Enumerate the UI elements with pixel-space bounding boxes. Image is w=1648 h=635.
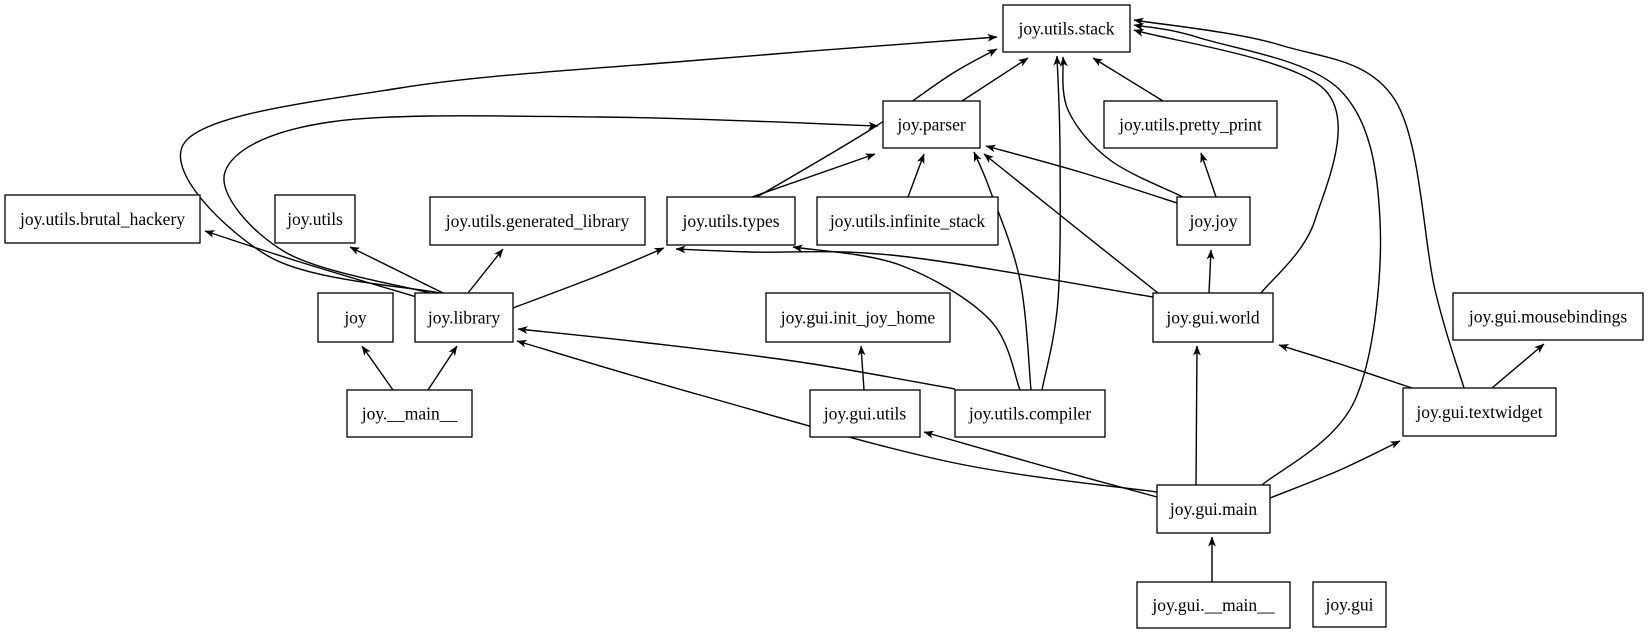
node-label-joy-__main__: joy.__main__ bbox=[361, 404, 458, 424]
node-label-joy-utils-infinite_stack: joy.utils.infinite_stack bbox=[829, 211, 986, 231]
node-label-joy-gui-main: joy.gui.main bbox=[1169, 499, 1258, 519]
node-joy-utils-stack: joy.utils.stack bbox=[1002, 4, 1131, 53]
node-label-joy-gui-mousebindings: joy.gui.mousebindings bbox=[1468, 307, 1628, 327]
node-label-joy-gui-init_joy_home: joy.gui.init_joy_home bbox=[780, 308, 936, 328]
node-box-joy-__main__ bbox=[346, 389, 473, 438]
node-joy-utils-pretty_print: joy.utils.pretty_print bbox=[1103, 100, 1278, 149]
node-label-joy-gui: joy.gui bbox=[1325, 595, 1374, 615]
edges-layer bbox=[179, 17, 1545, 582]
node-box-joy-joy bbox=[1176, 196, 1251, 246]
edge-joy-utils-infinite_stack-to-joy-parser bbox=[907, 153, 925, 198]
edge-joy-joy-to-joy-utils-stack bbox=[1059, 56, 1184, 198]
edge-joy-joy-to-joy-parser bbox=[985, 144, 1178, 204]
edge-joy-library-to-joy-utils bbox=[349, 246, 444, 294]
edge-joy-gui-utils-to-joy-gui-init_joy_home bbox=[857, 345, 866, 391]
edge-joy-library-to-joy-parser bbox=[223, 115, 879, 294]
node-box-joy-gui-textwidget bbox=[1402, 387, 1557, 437]
node-box-joy-gui-main bbox=[1156, 484, 1271, 534]
node-box-joy-library bbox=[414, 292, 514, 343]
node-box-joy bbox=[317, 292, 394, 343]
node-box-joy-gui-world bbox=[1152, 292, 1274, 343]
node-joy-utils-compiler: joy.utils.compiler bbox=[954, 389, 1106, 438]
node-joy-joy: joy.joy bbox=[1176, 196, 1251, 246]
node-label-joy-utils-pretty_print: joy.utils.pretty_print bbox=[1118, 115, 1262, 135]
node-joy-__main__: joy.__main__ bbox=[346, 389, 473, 438]
node-box-joy-utils-types bbox=[666, 196, 796, 246]
edge-joy-library-to-joy-utils-types bbox=[512, 247, 665, 309]
edge-joy-gui-main-to-joy-gui-textwidget bbox=[1269, 440, 1401, 499]
node-label-joy-utils-types: joy.utils.types bbox=[681, 211, 779, 231]
node-joy-utils-infinite_stack: joy.utils.infinite_stack bbox=[816, 196, 999, 246]
node-label-joy-parser: joy.parser bbox=[896, 115, 966, 135]
node-label-joy-library: joy.library bbox=[427, 308, 500, 328]
edge-joy-gui-textwidget-to-joy-gui-world bbox=[1278, 344, 1413, 389]
node-joy-gui-main: joy.gui.main bbox=[1156, 484, 1271, 534]
edge-joy-library-to-joy-utils-stack bbox=[179, 33, 998, 294]
node-label-joy-gui-textwidget: joy.gui.textwidget bbox=[1415, 402, 1542, 422]
node-label-joy-utils: joy.utils bbox=[286, 209, 343, 229]
node-label-joy-gui-__main__: joy.gui.__main__ bbox=[1151, 595, 1275, 615]
edge-joy-joy-to-joy-utils-pretty_print bbox=[1200, 152, 1217, 198]
edge-joy-library-to-joy-utils-brutal_hackery bbox=[204, 230, 421, 299]
edge-joy-gui-world-to-joy-joy bbox=[1206, 249, 1215, 294]
edge-joy-utils-compiler-to-joy-parser bbox=[973, 151, 1032, 391]
node-joy-gui-textwidget: joy.gui.textwidget bbox=[1402, 387, 1557, 437]
node-joy-gui-utils: joy.gui.utils bbox=[809, 389, 921, 438]
node-joy-gui-__main__: joy.gui.__main__ bbox=[1136, 581, 1291, 629]
node-joy-utils: joy.utils bbox=[274, 194, 356, 244]
node-box-joy-gui bbox=[1312, 581, 1387, 628]
node-label-joy-gui-world: joy.gui.world bbox=[1165, 308, 1259, 328]
edge-joy-gui-main-to-joy-gui-world bbox=[1193, 345, 1201, 486]
node-label-joy-utils-stack: joy.utils.stack bbox=[1017, 19, 1114, 39]
edge-joy-gui-world-to-joy-utils-types bbox=[675, 245, 1154, 298]
node-label-joy-joy: joy.joy bbox=[1189, 211, 1238, 231]
node-joy-library: joy.library bbox=[414, 292, 514, 343]
edge-joy-__main__-to-joy bbox=[361, 345, 394, 391]
node-joy-gui-world: joy.gui.world bbox=[1152, 292, 1274, 343]
node-box-joy-utils-brutal_hackery bbox=[4, 194, 201, 244]
node-box-joy-gui-utils bbox=[809, 389, 921, 438]
node-label-joy-utils-generated_library: joy.utils.generated_library bbox=[445, 211, 630, 231]
node-box-joy-utils-pretty_print bbox=[1103, 100, 1278, 149]
node-joy-utils-brutal_hackery: joy.utils.brutal_hackery bbox=[4, 194, 201, 244]
node-box-joy-gui-__main__ bbox=[1136, 581, 1291, 629]
edge-joy-gui-textwidget-to-joy-utils-stack bbox=[1133, 17, 1465, 389]
node-label-joy-gui-utils: joy.gui.utils bbox=[823, 404, 907, 424]
edge-joy-gui-main-to-joy-utils-stack bbox=[1133, 23, 1382, 486]
node-box-joy-utils-infinite_stack bbox=[816, 196, 999, 246]
node-box-joy-utils bbox=[274, 194, 356, 244]
edge-joy-utils-compiler-to-joy-utils-stack bbox=[1041, 55, 1062, 391]
edge-joy-utils-compiler-to-joy-library bbox=[517, 326, 956, 390]
edge-joy-gui-main-to-joy-gui-utils bbox=[923, 430, 1158, 498]
edge-joy-gui-world-to-joy-utils-stack bbox=[1133, 29, 1339, 294]
node-joy: joy bbox=[317, 292, 394, 343]
node-box-joy-gui-init_joy_home bbox=[765, 292, 951, 343]
edge-joy-utils-pretty_print-to-joy-utils-stack bbox=[1092, 57, 1164, 102]
edge-joy-__main__-to-joy-library bbox=[427, 345, 458, 391]
node-label-joy-utils-compiler: joy.utils.compiler bbox=[968, 404, 1091, 424]
node-box-joy-gui-mousebindings bbox=[1452, 292, 1644, 341]
node-joy-gui-init_joy_home: joy.gui.init_joy_home bbox=[765, 292, 951, 343]
edge-joy-gui-textwidget-to-joy-gui-mousebindings bbox=[1491, 343, 1545, 389]
node-box-joy-parser bbox=[882, 100, 981, 149]
edge-joy-utils-types-to-joy-parser bbox=[751, 153, 876, 198]
node-joy-gui-mousebindings: joy.gui.mousebindings bbox=[1452, 292, 1644, 341]
node-label-joy: joy bbox=[343, 308, 367, 328]
node-label-joy-utils-brutal_hackery: joy.utils.brutal_hackery bbox=[19, 209, 185, 229]
node-box-joy-utils-generated_library bbox=[429, 196, 646, 246]
node-joy-gui: joy.gui bbox=[1312, 581, 1387, 628]
edge-joy-utils-compiler-to-joy-utils-types bbox=[792, 244, 1021, 391]
edge-joy-parser-to-joy-utils-stack bbox=[961, 57, 1029, 102]
node-joy-utils-types: joy.utils.types bbox=[666, 196, 796, 246]
node-joy-parser: joy.parser bbox=[882, 100, 981, 149]
edge-joy-library-to-joy-utils-generated_library bbox=[467, 248, 504, 294]
node-box-joy-utils-stack bbox=[1002, 4, 1131, 53]
node-joy-utils-generated_library: joy.utils.generated_library bbox=[429, 196, 646, 246]
node-box-joy-utils-compiler bbox=[954, 389, 1106, 438]
nodes-layer: joy.utils.stack joy.parser joy.utils.prett… bbox=[4, 4, 1644, 629]
